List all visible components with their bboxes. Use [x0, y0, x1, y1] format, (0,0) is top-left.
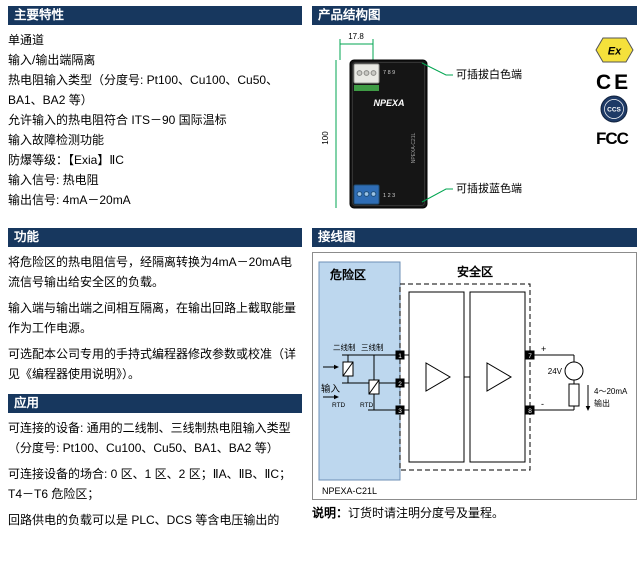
terminal-3 [395, 405, 405, 415]
output-word-label: 输出 [594, 398, 610, 408]
feature-item: 输入/输出端隔离 [8, 53, 96, 67]
function-paragraph: 可选配本公司专用的手持式编程器修改参数或校准（详见《编程器使用说明》）。 [8, 347, 297, 381]
bottom-terminal-numbers: 1 2 3 [383, 193, 395, 199]
note-label: 说明： [312, 506, 349, 520]
plus-label: + [541, 344, 546, 354]
application-title: 应用 [8, 394, 302, 413]
product-structure-title: 产品结构图 [312, 6, 637, 25]
isolator-dashed-outline [399, 283, 531, 471]
application-paragraph: 可连接的设备: 通用的二线制、三线制热电阻输入类型（分度号: Pt100、Cu1… [8, 421, 291, 455]
section-function: 功能 将危险区的热电阻信号，经隔离转换为4mA－20mA电流信号输出给安全区的负… [8, 228, 302, 390]
terminal-screw [363, 70, 370, 76]
terminal-screw [356, 191, 363, 197]
feature-item: 输入信号: 热电阻 [8, 173, 99, 187]
supply-voltage-label: 24V [548, 367, 563, 376]
white-terminal-label: 可插拔白色端 [456, 67, 522, 81]
terminal-1 [395, 350, 405, 360]
terminals: 1 2 3 7 8 [395, 350, 535, 415]
blue-terminal-label: 可插拔蓝色端 [456, 181, 522, 195]
section-main-features: 主要特性 单通道 输入/输出端隔离 热电阻输入类型（分度号: Pt100、Cu1… [8, 6, 302, 210]
application-paragraph: 回路供电的负载可以是 PLC、DCS 等含电压输出的 [8, 513, 280, 527]
feature-item: 允许输入的热电阻符合 ITS－90 国际温标 [8, 113, 227, 127]
terminal-screw [356, 70, 363, 76]
wiring-diagram-title: 接线图 [312, 228, 637, 247]
hazard-zone-label: 危险区 [329, 267, 366, 282]
terminal-2 [395, 378, 405, 388]
load-resistor-icon [568, 383, 580, 407]
input-amplifier-icon [425, 362, 451, 392]
terminal-3-number: 3 [398, 408, 402, 415]
cert-ce-mark-icon: CE [596, 71, 631, 94]
cert-atex-ex-badge: Ex [595, 37, 634, 63]
rtd-symbol-slash [342, 361, 354, 377]
terminal-screw [370, 70, 377, 76]
ccs-inner-ring [604, 99, 624, 119]
input-direction-arrows [323, 364, 339, 400]
function-title: 功能 [8, 228, 302, 247]
section-wiring-diagram: 接线图 危险区 安全区 [312, 228, 637, 521]
function-paragraph: 将危险区的热电阻信号，经隔离转换为4mA－20mA电流信号输出给安全区的负载。 [8, 255, 293, 289]
white-terminal-leader-line [421, 62, 453, 76]
model-label: NPEXA-C21L [322, 486, 377, 496]
module-side-label: NPEXA-C21L [411, 133, 417, 164]
application-paragraph: 可连接设备的场合: 0 区、1 区、2 区；ⅡA、ⅡB、ⅡC；T4－T6 危险区… [8, 467, 292, 501]
terminal-8 [525, 405, 535, 415]
atex-hexagon-icon [595, 37, 634, 63]
terminal-1-number: 1 [398, 353, 402, 360]
module-face-outline [352, 62, 425, 206]
cert-atex-label: Ex [608, 46, 622, 58]
section-application: 应用 可连接的设备: 通用的二线制、三线制热电阻输入类型（分度号: Pt100、… [8, 394, 302, 536]
width-dimension-lines [339, 39, 374, 60]
terminal-2-number: 2 [398, 381, 402, 388]
blue-terminal-leader-line [421, 188, 453, 203]
output-wiring [534, 354, 584, 411]
three-wire-label: 三线制 [361, 342, 384, 352]
wiring-diagram-figure: 危险区 安全区 二线制 三线制 [312, 252, 637, 500]
feature-item: 输入故障检测功能 [8, 133, 105, 147]
function-paragraph: 输入端与输出端之间相互隔离，在输出回路上截取能量作为工作电源。 [8, 301, 297, 335]
terminal-8-number: 8 [528, 408, 532, 415]
cert-ccs-label: CCS [607, 107, 621, 114]
feature-list: 单通道 输入/输出端隔离 热电阻输入类型（分度号: Pt100、Cu100、Cu… [8, 30, 302, 210]
top-terminal-numbers: 7 8 9 [383, 70, 395, 76]
power-supply-icon [564, 361, 584, 381]
two-wire-label: 二线制 [333, 342, 356, 352]
height-dimension-label: 100 [321, 131, 330, 145]
module-rendering: 7 8 9 NPEXA NPEXA-C21L 1 2 3 [349, 59, 428, 209]
cert-fcc-mark-icon: FCC [596, 129, 629, 148]
output-amplifier-icon [486, 362, 512, 392]
safe-zone-label: 安全区 [457, 264, 493, 279]
rtd-symbol-slash [368, 379, 380, 395]
brand-logo-text: NPEXA [373, 98, 404, 108]
hazard-zone-panel [318, 261, 401, 481]
input-label: 输入 [321, 383, 341, 395]
output-direction-arrow [585, 385, 591, 411]
terminal-7-number: 7 [528, 353, 532, 360]
rtd-label: RTD [332, 402, 346, 409]
feature-item: 热电阻输入类型（分度号: Pt100、Cu100、Cu50、BA1、BA2 等） [8, 73, 279, 107]
minus-label: - [541, 399, 544, 409]
main-features-title: 主要特性 [8, 6, 302, 25]
module-body [349, 59, 428, 209]
width-dimension-label: 17.8 [348, 32, 364, 41]
cert-ccs-badge: CCS [600, 95, 628, 123]
green-connector-strip [354, 85, 379, 91]
feature-item: 输出信号: 4mA－20mA [8, 193, 131, 207]
order-note: 说明：订货时请注明分度号及量程。 [312, 505, 637, 521]
feature-item: 单通道 [8, 33, 45, 47]
output-range-label: 4～20mA [594, 387, 628, 396]
feature-item: 防爆等级：【Exia】ⅡC [8, 153, 124, 167]
terminal-screw [370, 191, 377, 197]
terminal-screw [363, 191, 370, 197]
rtd-label: RTD [360, 402, 374, 409]
note-text: 订货时请注明分度号及量程。 [348, 506, 505, 520]
product-structure-figure: 17.8 100 7 8 9 NPEXA NPEXA-C21L 1 [321, 32, 634, 209]
section-product-structure: 产品结构图 17.8 100 7 8 9 NPEX [312, 6, 637, 229]
terminal-7 [525, 350, 535, 360]
